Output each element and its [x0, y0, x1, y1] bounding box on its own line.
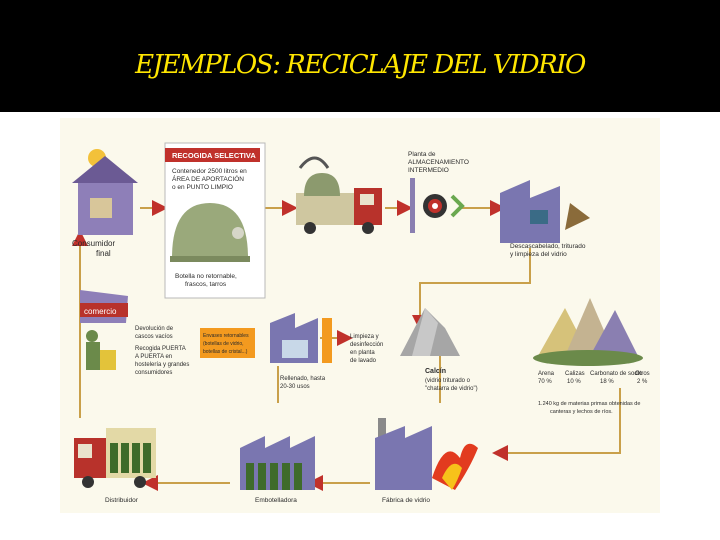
delivery-truck-icon	[74, 428, 156, 488]
materia-arena-name: Arena	[538, 371, 555, 377]
target-icon	[410, 178, 462, 233]
flow-line-descascado-down	[420, 248, 530, 323]
orange-box-line-3: botellas de cristal...)	[203, 349, 248, 355]
flow-line-bottom	[500, 388, 620, 453]
calcin-pile-icon	[400, 308, 460, 356]
orange-box-line-2: (botellas de vidrio,	[203, 341, 244, 347]
bottling-plant-icon	[240, 436, 315, 490]
materia-otros-pct: 2 %	[637, 379, 648, 385]
slide-title: EJEMPLOS: RECICLAJE DEL VIDRIO	[0, 50, 720, 80]
materia-calizas-name: Calizas	[565, 371, 585, 377]
puerta-label-4: consumidores	[135, 370, 172, 376]
recogida-note-1: Botella no retornable,	[175, 273, 237, 280]
limpieza-label-1: Limpieza y	[350, 334, 379, 340]
relleno-label-2: 20-30 usos	[280, 384, 310, 390]
embotelladora-label: Embotelladora	[255, 497, 297, 504]
materia-calizas-pct: 10 %	[567, 379, 581, 385]
limpieza-label-2: desinfección	[350, 342, 383, 348]
glass-factory-icon	[375, 418, 478, 490]
puerta-label-1: Recogida PUERTA	[135, 346, 186, 352]
recycling-diagram: Consumidor final RECOGIDA SELECTIVA Cont…	[60, 118, 660, 513]
consumidor-label-2: final	[96, 249, 111, 258]
fabrica-label: Fábrica de vidrio	[382, 497, 430, 504]
worker-icon	[86, 330, 116, 370]
limpieza-label-4: de lavado	[350, 358, 377, 364]
recogida-note-2: frascos, tarros	[185, 281, 227, 288]
distribuidor-label: Distribuidor	[105, 497, 139, 504]
diagram-canvas: Consumidor final RECOGIDA SELECTIVA Cont…	[60, 118, 660, 513]
washing-plant-icon	[270, 313, 332, 363]
orange-box-line-1: Envases retornables	[203, 333, 249, 339]
descascado-label-1: Descascabelado, triturado	[510, 243, 586, 250]
descascado-label-2: y limpieza del vidrio	[510, 251, 567, 258]
relleno-label-1: Rellenado, hasta	[280, 376, 326, 382]
calcin-label-3: "chatarra de vidrio")	[425, 386, 478, 392]
house-icon	[72, 149, 138, 235]
collection-truck-icon	[296, 158, 382, 234]
materia-carbonato-pct: 18 %	[600, 379, 614, 385]
consumidor-label-1: Consumidor	[72, 239, 115, 248]
calcin-label-1: Calcín	[425, 368, 446, 375]
devolucion-label-2: cascos vacíos	[135, 334, 173, 340]
materias-note-1: 1.240 kg de materias primas obtenidas de	[538, 401, 640, 407]
materia-otros-name: Otros	[635, 371, 650, 377]
raw-materials-icon	[533, 298, 643, 366]
materia-arena-pct: 70 %	[538, 379, 552, 385]
limpieza-label-3: en planta	[350, 350, 375, 356]
puerta-label-3: hostelería y grandes	[135, 362, 189, 368]
recogida-line-3: o en PUNTO LIMPIO	[172, 184, 233, 191]
calcin-label-2: (vidrio triturado o	[425, 378, 471, 384]
recogida-line-1: Contenedor 2500 litros en	[172, 168, 247, 175]
crushing-plant-icon	[500, 180, 590, 243]
recogida-line-2: ÁREA DE APORTACIÓN	[172, 174, 244, 183]
planta-label-3: INTERMEDIO	[408, 167, 449, 174]
recogida-header: RECOGIDA SELECTIVA	[172, 151, 256, 160]
puerta-label-2: A PUERTA en	[135, 354, 172, 360]
planta-label-1: Planta de	[408, 151, 436, 158]
materias-note-2: canteras y lechos de ríos.	[550, 409, 613, 415]
comercio-label: comercio	[84, 307, 117, 316]
planta-label-2: ALMACENAMIENTO	[408, 159, 469, 166]
devolucion-label-1: Devolución de	[135, 326, 174, 332]
